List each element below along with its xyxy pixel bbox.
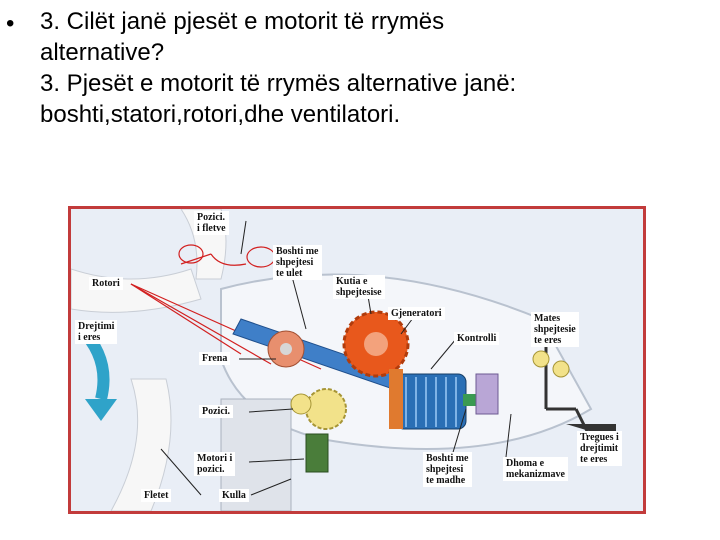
wind-turbine-diagram: Pozici. i fletve Boshti me shpejtesi te … [68,206,646,514]
label-nacelle: Dhoma e mekanizmave [503,457,568,481]
label-high-speed-shaft: Boshti me shpejtesi te madhe [423,452,472,487]
label-controller: Kontrolli [454,332,500,345]
label-tower: Kulla [219,489,249,502]
label-high-speed-shaft-line-1: Boshti me [426,453,469,464]
label-generator-line-1: Gjeneratori [391,308,442,319]
label-nacelle-line-1: Dhoma e [506,458,545,469]
label-blades: Fletet [141,489,172,502]
label-anemometer-line-3: te eres [534,335,562,346]
label-low-speed-shaft-line-3: te ulet [276,268,303,279]
label-wind-vane: Tregues i drejtimit te eres [577,431,622,466]
label-gearbox-line-1: Kutia e [336,276,368,287]
question-line-1: 3. Cilët janë pjesët e motorit të rrymës [40,8,445,35]
label-rotor-line-1: Rotori [92,278,120,289]
slide-lines: 3. Cilët janë pjesët e motorit të rrymës… [40,6,516,130]
answer-line-1: 3. Pjesët e motorit të rrymës alternativ… [40,70,517,97]
label-anemometer: Mates shpejtesie te eres [531,312,579,347]
label-yaw-drive: Pozici. [199,405,234,418]
answer-line-2: boshti,statori,rotori,dhe ventilatori. [40,101,401,128]
label-low-speed-shaft: Boshti me shpejtesi te ulet [273,245,322,280]
label-low-speed-shaft-line-1: Boshti me [276,246,319,257]
label-high-speed-shaft-line-2: shpejtesi [426,464,464,475]
label-brake-line-1: Frena [202,353,228,364]
bullet-marker: • [6,10,15,37]
label-high-speed-shaft-line-3: te madhe [426,475,466,486]
label-yaw-motor: Motori i pozici. [194,452,236,476]
label-generator: Gjeneratori [388,307,445,320]
label-blade-pitch: Pozici. i fletve [194,211,229,235]
label-yaw-motor-line-1: Motori i [197,453,233,464]
question-line-2: alternative? [40,39,165,66]
label-wind-vane-line-2: drejtimit [580,443,619,454]
label-brake: Frena [199,352,231,365]
label-anemometer-line-2: shpejtesie [534,324,576,335]
label-blade-pitch-line-1: Pozici. [197,212,226,223]
label-yaw-motor-line-2: pozici. [197,464,225,475]
label-anemometer-line-1: Mates [534,313,561,324]
label-wind-vane-line-1: Tregues i [580,432,619,443]
label-blade-pitch-line-2: i fletve [197,223,226,234]
label-wind-vane-line-3: te eres [580,454,608,465]
label-gearbox-line-2: shpejtesise [336,287,382,298]
label-controller-line-1: Kontrolli [457,333,497,344]
label-yaw-drive-line-1: Pozici. [202,406,231,417]
label-blades-line-1: Fletet [144,490,169,501]
label-rotor: Rotori [89,277,123,290]
label-gearbox: Kutia e shpejtesise [333,275,385,299]
turbine-illustration [71,209,616,511]
label-wind-direction-line-2: i eres [78,332,101,343]
label-low-speed-shaft-line-2: shpejtesi [276,257,314,268]
label-wind-direction: Drejtimi i eres [75,320,118,344]
label-tower-line-1: Kulla [222,490,246,501]
label-nacelle-line-2: mekanizmave [506,469,565,480]
label-wind-direction-line-1: Drejtimi [78,321,115,332]
